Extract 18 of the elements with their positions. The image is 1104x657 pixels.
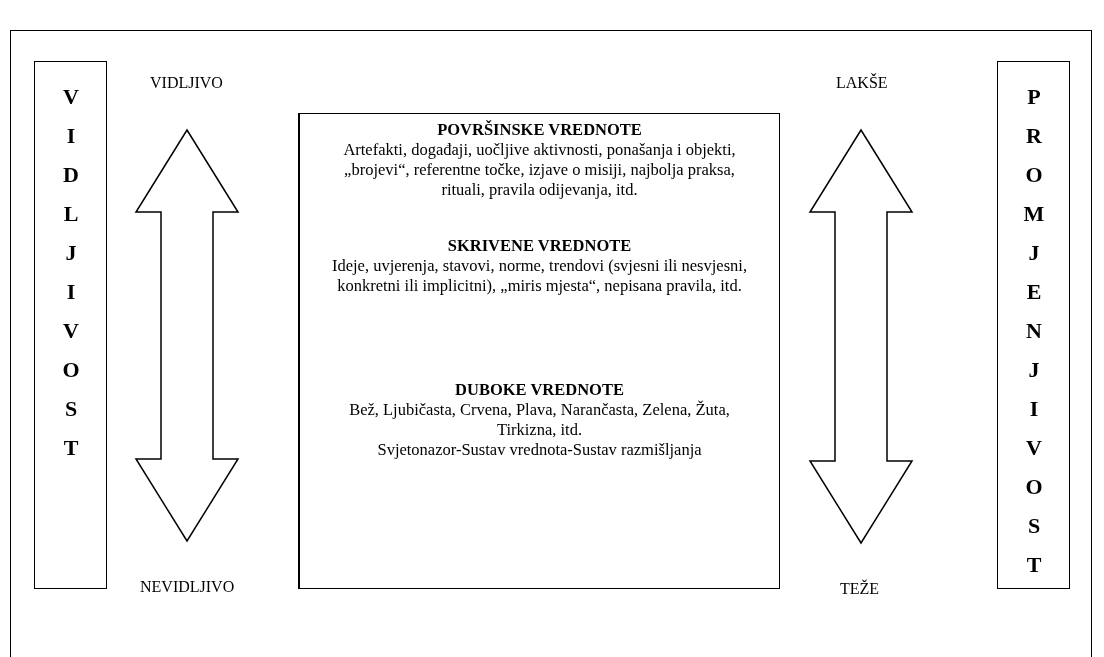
section-text: Svjetonazor-Sustav vrednota-Sustav razmišljanja [376, 440, 703, 460]
scale-label: LAKŠE [836, 74, 888, 92]
label-box [997, 61, 1070, 589]
section-heading: SKRIVENE VREDNOTE [446, 236, 633, 256]
values-box [298, 113, 780, 589]
scale-label: TEŽE [840, 580, 880, 598]
section-heading: POVRŠINSKE VREDNOTE [436, 120, 643, 140]
scale-label: VIDLJIVO [150, 74, 223, 92]
scale-label: NEVIDLJIVO [140, 578, 235, 596]
vertical-heading: VIDLJIVOST [59, 84, 82, 476]
vertical-heading: PROMJENJIVOST [1022, 84, 1045, 588]
section-heading: DUBOKE VREDNOTE [454, 380, 625, 400]
double-arrow [808, 128, 914, 545]
double-arrow [134, 128, 240, 543]
section-text: Ideje, uvjerenja, stavovi, norme, trendovi (svjesni ili nesvjesni, konkretni ili implicitni), „miris mjesta“, nepisana pravila, itd. [330, 256, 749, 296]
section-text: Bež, Ljubičasta, Crvena, Plava, Narančasta, Zelena, Žuta, Tirkizna, itd. [348, 400, 731, 440]
section-text: Artefakti, događaji, uočljive aktivnosti, ponašanja i objekti, „brojevi“, referentne točke, izjave o misiji, najbolja praksa, rituali, pravila odijevanja, itd. [342, 140, 737, 200]
label-box [34, 61, 107, 589]
